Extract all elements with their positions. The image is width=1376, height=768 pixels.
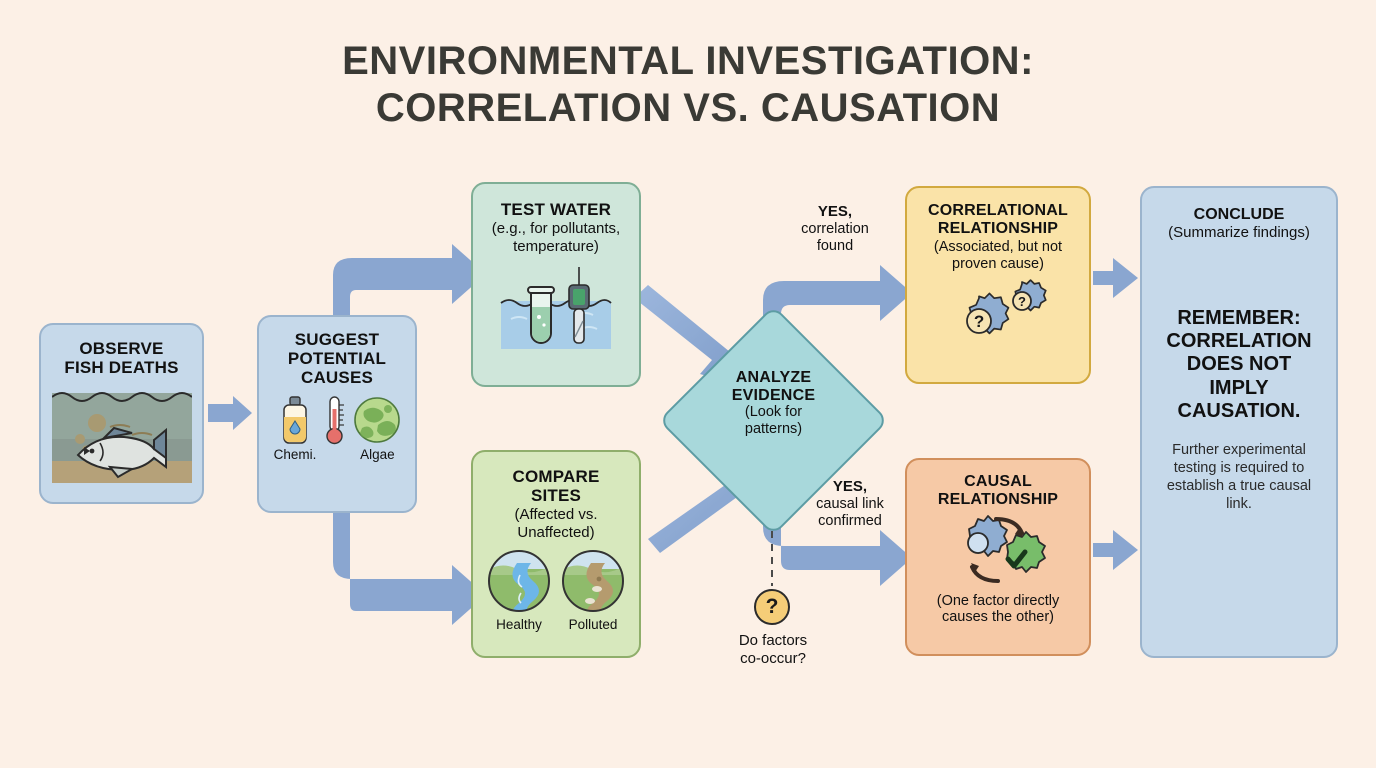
node-observe-title-line-1: OBSERVE xyxy=(79,339,164,358)
node-analyze-sub-line-1: (Look for xyxy=(744,404,803,421)
arrow-analyze-to-causal xyxy=(763,502,912,586)
svg-text:?: ? xyxy=(974,312,984,331)
two-gears-with-question-marks-icon: ? ? xyxy=(966,279,1047,335)
node-causal-relationship[interactable]: CAUSAL RELATIONSHIP (One factor directly… xyxy=(905,458,1091,656)
arrow-analyze-to-correlational xyxy=(763,265,912,340)
remember-line-4: IMPLY xyxy=(1209,376,1269,399)
algae-icon xyxy=(354,397,401,443)
edge-label-yes-correlation-emphasis: YES, xyxy=(817,203,853,220)
node-compare-sites-title-line-2: SITES xyxy=(530,486,582,506)
node-compare-sites-title-line-1: COMPARE xyxy=(512,467,600,486)
node-conclude-note: Further experimental testing is required… xyxy=(1166,441,1312,513)
edge-label-yes-correlation: YES, correlation found xyxy=(775,203,895,254)
question-mark-icon: ? xyxy=(754,589,790,625)
node-analyze-title-line-1: ANALYZE xyxy=(735,369,812,386)
node-conclude-remember: REMEMBER: CORRELATION DOES NOT IMPLY CAU… xyxy=(1166,307,1311,423)
node-suggest-title-line-3: CAUSES xyxy=(300,368,374,388)
node-test-water-title: TEST WATER xyxy=(500,200,612,219)
node-suggest-potential-causes[interactable]: SUGGEST POTENTIAL CAUSES Chemi. xyxy=(257,315,417,513)
node-correlational-sub-line-2: proven cause) xyxy=(952,256,1044,273)
page-title: ENVIRONMENTAL INVESTIGATION: CORRELATION… xyxy=(0,38,1376,132)
remember-line-2: CORRELATION xyxy=(1166,330,1312,353)
node-correlational-relationship[interactable]: CORRELATIONAL RELATIONSHIP (Associated, … xyxy=(905,186,1091,384)
node-conclude-title: CONCLUDE xyxy=(1193,206,1285,223)
test-tube-and-probe-illustration xyxy=(500,267,612,350)
remember-line-5: CAUSATION. xyxy=(1177,399,1301,422)
fish-in-water-illustration xyxy=(51,392,192,484)
node-test-water-sub-line-2: temperature) xyxy=(513,238,599,256)
node-test-water-sub-line-1: (e.g., for pollutants, xyxy=(491,220,621,238)
question-caption: Do factors co-occur? xyxy=(698,632,848,668)
remember-line-3: DOES NOT xyxy=(1186,353,1292,376)
node-observe-title-line-2: FISH DEATHS xyxy=(64,358,179,378)
node-correlational-title-line-2: RELATIONSHIP xyxy=(937,219,1059,237)
question-caption-line-2: co-occur? xyxy=(740,650,806,667)
node-correlational-sub-line-1: (Associated, but not xyxy=(933,238,1063,255)
edge-label-yes-causal-line-3: confirmed xyxy=(818,512,882,529)
chemical-bottle-caption: Chemi. xyxy=(273,447,317,463)
edge-label-yes-causal: YES, causal link confirmed xyxy=(790,478,910,529)
chemical-bottle-icon xyxy=(283,396,307,444)
node-analyze-evidence[interactable]: ANALYZE EVIDENCE (Look for patterns) xyxy=(658,305,889,536)
edge-label-yes-correlation-line-3: found xyxy=(816,237,854,254)
svg-text:?: ? xyxy=(1018,294,1026,309)
node-observe-fish-deaths[interactable]: OBSERVE FISH DEATHS xyxy=(39,323,204,504)
question-caption-line-1: Do factors xyxy=(738,632,808,649)
diamond-text: ANALYZE EVIDENCE (Look for patterns) xyxy=(692,369,855,437)
arrow-suggest-to-compare-sites xyxy=(333,500,486,625)
remember-line-1: REMEMBER: xyxy=(1177,307,1301,329)
healthy-river-icon xyxy=(488,550,550,613)
healthy-river-caption: Healthy xyxy=(496,617,542,633)
edge-label-yes-causal-line-2: causal link xyxy=(816,495,884,512)
polluted-river-caption: Polluted xyxy=(568,617,618,633)
node-causal-title-line-2: RELATIONSHIP xyxy=(937,490,1059,508)
node-causal-sub-line-2: causes the other) xyxy=(941,609,1055,626)
node-causal-title-line-1: CAUSAL xyxy=(964,473,1032,490)
edge-label-yes-correlation-line-2: correlation xyxy=(801,220,869,237)
arrow-causal-to-conclude xyxy=(1093,530,1138,570)
arrow-suggest-to-test-water xyxy=(333,244,486,330)
node-conclude-sub: (Summarize findings) xyxy=(1168,224,1310,241)
node-suggest-title-line-2: POTENTIAL xyxy=(287,349,387,369)
node-correlational-title-line-1: CORRELATIONAL xyxy=(927,202,1069,219)
node-analyze-sub-line-2: patterns) xyxy=(744,420,803,437)
arrow-observe-to-suggest xyxy=(208,396,252,430)
arrow-correlational-to-conclude xyxy=(1093,258,1138,298)
thermometer-icon xyxy=(326,396,345,445)
node-analyze-title-line-2: EVIDENCE xyxy=(731,386,816,404)
title-line-1: ENVIRONMENTAL INVESTIGATION: xyxy=(342,39,1034,83)
node-compare-sites-sub-line-1: (Affected vs. xyxy=(514,506,598,524)
node-conclude[interactable]: CONCLUDE (Summarize findings) REMEMBER: … xyxy=(1140,186,1338,658)
two-gears-with-checkmark-and-cycle-arrows-icon xyxy=(967,514,1046,583)
algae-caption: Algae xyxy=(360,447,395,463)
node-test-water[interactable]: TEST WATER (e.g., for pollutants, temper… xyxy=(471,182,641,387)
edge-label-yes-causal-emphasis: YES, xyxy=(832,478,868,495)
node-suggest-title-line-1: SUGGEST xyxy=(294,330,380,349)
node-causal-sub-line-1: (One factor directly xyxy=(936,592,1060,609)
title-line-2: CORRELATION VS. CAUSATION xyxy=(375,86,1001,131)
node-compare-sites[interactable]: COMPARE SITES (Affected vs. Unaffected) xyxy=(471,450,641,658)
node-compare-sites-sub-line-2: Unaffected) xyxy=(517,524,595,542)
polluted-river-icon xyxy=(562,550,624,613)
